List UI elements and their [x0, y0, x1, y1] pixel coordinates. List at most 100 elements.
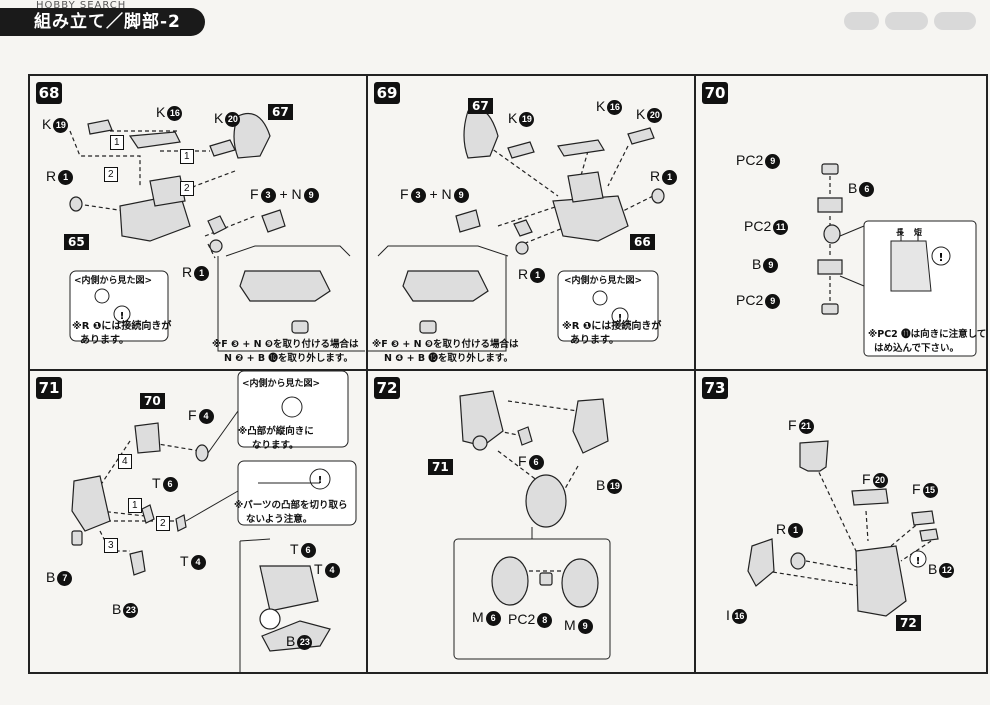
seq-box-3: 3: [104, 535, 118, 553]
step-number: 73: [702, 377, 728, 399]
seq-box-2: 2: [156, 513, 170, 531]
tag-71: 71: [428, 459, 453, 475]
step-73-diagram: !: [747, 440, 939, 617]
page-title: 組み立て／脚部-2: [0, 8, 205, 36]
step-number: 70: [702, 82, 728, 104]
tag-65: 65: [64, 234, 89, 250]
step-69-diagram: !: [368, 108, 665, 352]
tag-67: 67: [468, 98, 493, 114]
instruction-grid: 68: [28, 74, 988, 674]
label-short: 短: [914, 228, 922, 237]
note-line-1: ※PC2 ⓫は向きに注意して: [868, 329, 987, 340]
note-line-3: ※パーツの凸部を切り取ら: [234, 500, 348, 511]
panel-step-70: 70 !: [695, 75, 987, 370]
svg-text:!: !: [916, 556, 921, 567]
panel-step-71: 71: [29, 370, 367, 674]
step-70-diagram: !: [817, 163, 977, 357]
seq-box-2b: 2: [180, 178, 194, 196]
header-tabs: [843, 12, 976, 30]
note-line-1: ※R ❶には接続向きが: [562, 321, 662, 332]
seq-box-1: 1: [110, 132, 124, 150]
svg-text:!: !: [618, 313, 623, 324]
note-line-3: ※F ❸ + N ❾を取り付ける場合は: [372, 339, 519, 350]
watermark: HOBBY SEARCH: [36, 0, 127, 11]
note-line-1: ※凸部が縦向きに: [238, 426, 314, 437]
note-line-4: ないよう注意。: [246, 514, 313, 525]
note-line-3: ※F ❸ + N ❾を取り付ける場合は: [212, 339, 359, 350]
seq-box-1: 1: [128, 495, 142, 513]
note-line-2: なります。: [252, 440, 299, 451]
seq-box-2: 2: [104, 164, 118, 182]
svg-text:!: !: [120, 311, 125, 322]
header-tab-2: [885, 12, 928, 30]
note-line-4: N ❹ + B ⓯を取り外します。: [384, 353, 513, 364]
seq-box-1b: 1: [180, 146, 194, 164]
label-long: 長: [896, 228, 904, 237]
svg-text:!: !: [318, 475, 323, 486]
tag-66: 66: [630, 234, 655, 250]
callout-title: <内側から見た図>: [242, 379, 321, 389]
callout-title: <内側から見た図>: [564, 276, 643, 286]
step-number: 71: [36, 377, 62, 399]
note-line-1: ※R ❶には接続向きが: [72, 321, 172, 332]
note-line-4: N ❷ + B ⓰を取り外します。: [224, 353, 353, 364]
note-line-2: はめ込んで下さい。: [874, 343, 960, 354]
tag-72: 72: [896, 615, 921, 631]
step-72-diagram: [453, 390, 611, 660]
step-number: 68: [36, 82, 62, 104]
tag-67: 67: [268, 104, 293, 120]
callout-title: <内側から見た図>: [74, 276, 153, 286]
step-number: 69: [374, 82, 400, 104]
note-line-2: あります。: [80, 335, 129, 346]
tag-70: 70: [140, 393, 165, 409]
panel-step-69: 69: [367, 75, 695, 370]
step-number: 72: [374, 377, 400, 399]
panel-step-68: 68: [29, 75, 367, 370]
panel-step-72: 72 71: [367, 370, 695, 673]
step-71-diagram: !: [71, 371, 357, 674]
header-tab-3: [933, 12, 976, 30]
page-header: HOBBY SEARCH 組み立て／脚部-2: [0, 0, 990, 40]
step-68-diagram: !: [69, 112, 365, 352]
note-line-2: あります。: [570, 335, 619, 346]
header-tab-1: [843, 12, 880, 30]
svg-text:!: !: [938, 251, 943, 264]
